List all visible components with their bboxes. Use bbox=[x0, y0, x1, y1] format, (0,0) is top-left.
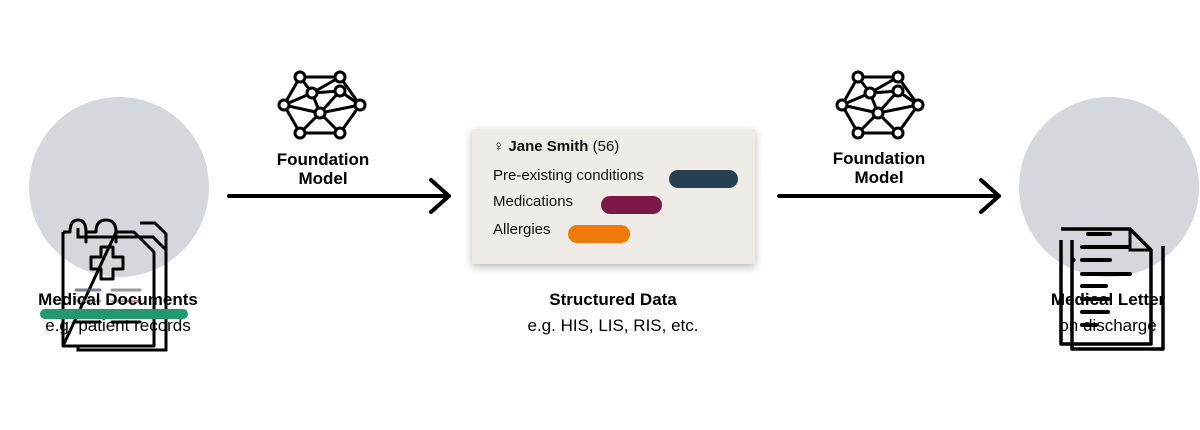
patient-age: (56) bbox=[592, 138, 620, 155]
row-label-conditions: Pre-existing conditions bbox=[493, 167, 644, 184]
structured-title: Structured Data bbox=[549, 290, 677, 309]
structured-subtitle: e.g. HIS, LIS, RIS, etc. bbox=[527, 316, 699, 335]
patient-name: Jane Smith bbox=[508, 138, 589, 155]
conditions-bar bbox=[669, 170, 738, 188]
letter-subtitle: on discharge bbox=[1059, 316, 1157, 335]
arrow-documents-to-structured bbox=[227, 178, 451, 214]
model-label-line1: Foundation bbox=[832, 149, 926, 168]
model-label-line1: Foundation bbox=[276, 150, 370, 169]
letter-caption: Medical Letter on discharge bbox=[988, 287, 1200, 339]
row-label-allergies: Allergies bbox=[493, 221, 551, 238]
documents-subtitle: e.g. patient records bbox=[45, 316, 191, 335]
allergies-bar bbox=[568, 225, 630, 243]
documents-caption: Medical Documents e.g. patient records bbox=[0, 287, 238, 339]
medical-document-icon bbox=[40, 218, 188, 352]
model-label-line2: Model bbox=[298, 169, 348, 188]
documents-circle bbox=[29, 97, 209, 277]
model-label-line2: Model bbox=[854, 168, 904, 187]
structured-caption: Structured Data e.g. HIS, LIS, RIS, etc. bbox=[493, 287, 733, 339]
medications-bar bbox=[601, 196, 662, 214]
model-label-2: Foundation Model bbox=[799, 149, 959, 187]
neural-network-icon bbox=[277, 70, 367, 140]
model-label-1: Foundation Model bbox=[243, 150, 403, 188]
gender-icon: ♀ bbox=[493, 138, 505, 155]
patient-header: ♀ Jane Smith (56) bbox=[493, 138, 619, 155]
letter-title: Medical Letter bbox=[1050, 290, 1166, 309]
neural-network-icon bbox=[835, 70, 925, 140]
letter-document-icon bbox=[1059, 227, 1165, 351]
row-label-medications: Medications bbox=[493, 193, 574, 210]
patient-card: ♀ Jane Smith (56) Pre-existing condition… bbox=[472, 129, 755, 264]
arrow-structured-to-letter bbox=[777, 178, 1001, 214]
documents-title: Medical Documents bbox=[38, 290, 198, 309]
